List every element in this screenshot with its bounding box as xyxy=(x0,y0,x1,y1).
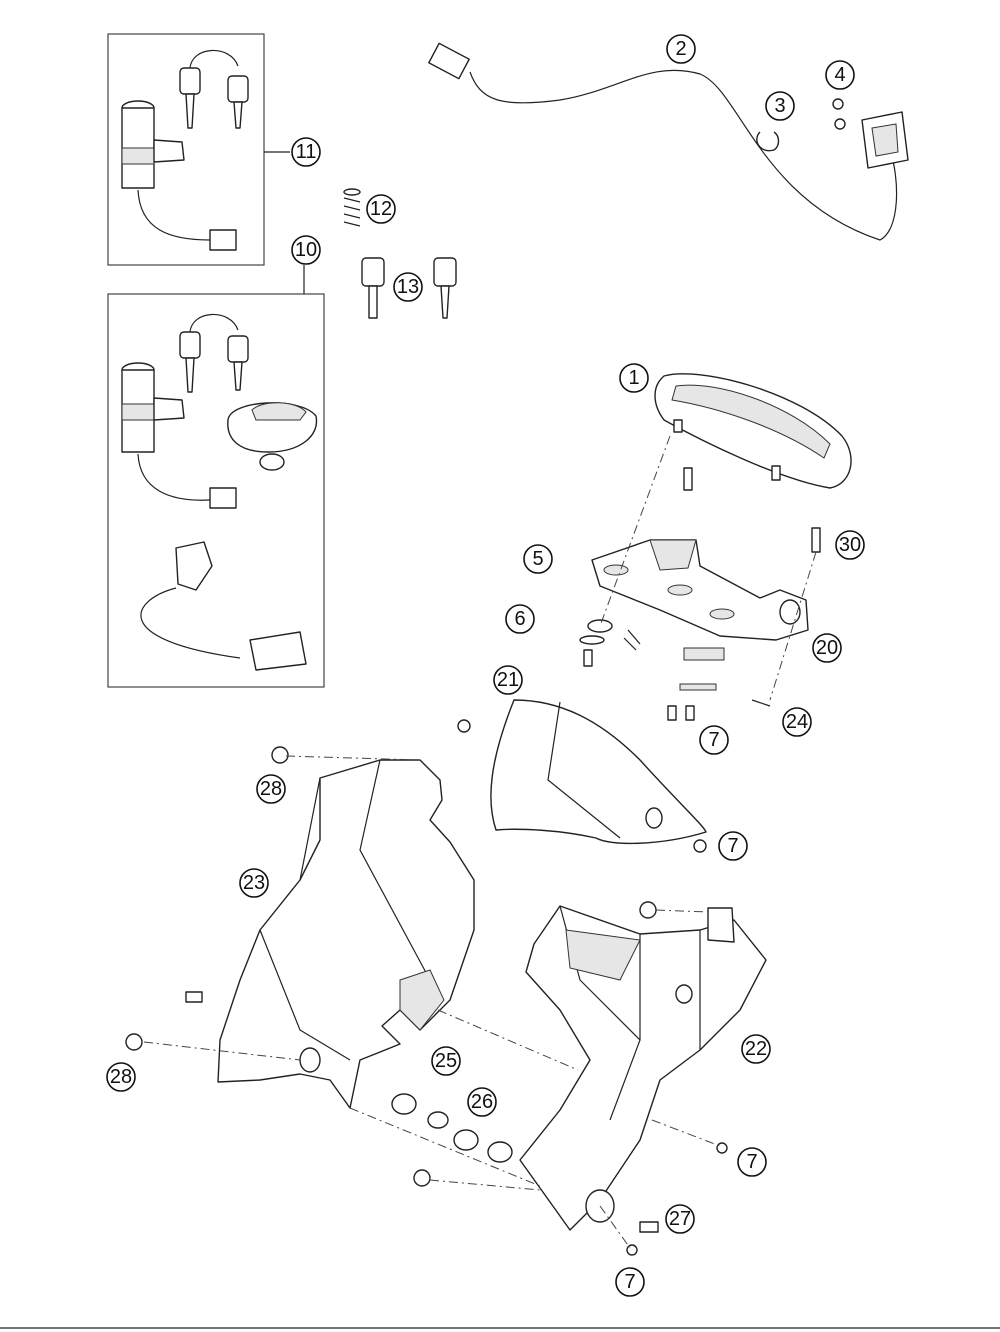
callout-11: 11 xyxy=(291,137,321,167)
callout-12: 12 xyxy=(366,194,396,224)
svg-text:6: 6 xyxy=(514,608,525,630)
lock-set-10-group xyxy=(107,265,325,688)
svg-text:22: 22 xyxy=(745,1038,767,1060)
cluster-bracket-illustration xyxy=(591,539,809,641)
callout-6: 6 xyxy=(505,604,535,634)
callout-1: 1 xyxy=(619,363,649,393)
svg-text:4: 4 xyxy=(834,64,845,86)
svg-text:3: 3 xyxy=(774,95,785,117)
callout-28a: 28 xyxy=(256,774,286,804)
seat-lock-illustration xyxy=(140,541,307,671)
svg-text:27: 27 xyxy=(669,1208,691,1230)
callout-5: 5 xyxy=(523,544,553,574)
svg-text:1: 1 xyxy=(628,367,639,389)
svg-text:28: 28 xyxy=(260,778,282,800)
key-pair-illustration xyxy=(179,49,249,129)
callout-26: 26 xyxy=(467,1087,497,1117)
sensor-cable-illustration xyxy=(428,42,909,241)
svg-text:25: 25 xyxy=(435,1050,457,1072)
instrument-cluster-illustration xyxy=(654,373,852,489)
callout-10: 10 xyxy=(291,235,321,265)
key-blanks-illustration xyxy=(361,257,457,319)
callout-27: 27 xyxy=(665,1204,695,1234)
alignment-lines xyxy=(143,435,817,1249)
right-fairing-illustration xyxy=(519,905,767,1231)
svg-text:30: 30 xyxy=(839,534,861,556)
fastener-set-illustration xyxy=(457,467,821,853)
callout-23: 23 xyxy=(239,868,269,898)
svg-text:21: 21 xyxy=(497,669,519,691)
spring-illustration xyxy=(343,188,361,227)
key-pair-illustration xyxy=(179,313,249,393)
callout-21: 21 xyxy=(493,665,523,695)
cable-clip-illustration xyxy=(756,131,780,152)
lock-set-11-group xyxy=(107,33,290,266)
svg-text:28: 28 xyxy=(110,1066,132,1088)
instrument-cover-illustration xyxy=(490,699,707,845)
callout-7d: 7 xyxy=(615,1267,645,1297)
callout-3: 3 xyxy=(765,91,795,121)
loose-fasteners-illustration xyxy=(125,746,728,1256)
callout-24: 24 xyxy=(782,707,812,737)
callout-22: 22 xyxy=(741,1034,771,1064)
callout-13: 13 xyxy=(393,272,423,302)
callout-20: 20 xyxy=(812,633,842,663)
callout-28b: 28 xyxy=(106,1062,136,1092)
callout-7a: 7 xyxy=(699,725,729,755)
svg-text:12: 12 xyxy=(370,198,392,220)
svg-text:20: 20 xyxy=(816,637,838,659)
screw-pair-illustration xyxy=(832,98,846,130)
svg-text:13: 13 xyxy=(397,276,419,298)
svg-text:7: 7 xyxy=(746,1151,757,1173)
svg-text:2: 2 xyxy=(675,38,686,60)
callout-4: 4 xyxy=(825,60,855,90)
callout-30: 30 xyxy=(835,530,865,560)
callout-7b: 7 xyxy=(718,831,748,861)
svg-text:11: 11 xyxy=(296,141,317,163)
svg-text:24: 24 xyxy=(786,711,808,733)
callout-25: 25 xyxy=(431,1046,461,1076)
svg-text:10: 10 xyxy=(295,239,317,261)
fuel-cap-illustration xyxy=(227,402,318,471)
ignition-lock-illustration xyxy=(121,100,237,251)
svg-text:7: 7 xyxy=(708,729,719,751)
left-fairing-illustration xyxy=(185,759,475,1109)
svg-text:23: 23 xyxy=(243,872,265,894)
svg-text:5: 5 xyxy=(532,548,543,570)
callout-7c: 7 xyxy=(737,1147,767,1177)
svg-text:26: 26 xyxy=(471,1091,493,1113)
svg-text:7: 7 xyxy=(624,1271,635,1293)
callout-2: 2 xyxy=(666,34,696,64)
svg-text:7: 7 xyxy=(727,835,738,857)
ignition-lock-illustration xyxy=(121,362,237,509)
